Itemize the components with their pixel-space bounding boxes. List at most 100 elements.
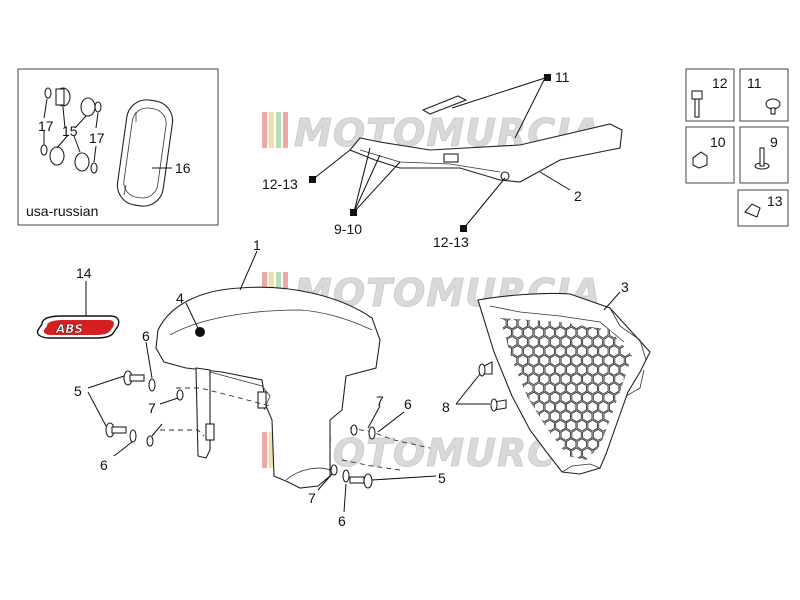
spacer (330, 464, 338, 476)
mudguard-rear-edge (285, 467, 331, 481)
mesh-cell (636, 411, 646, 422)
mesh-cell (539, 410, 550, 423)
mesh-cell (523, 363, 534, 376)
mudguard-crease (169, 309, 373, 336)
mesh-cell (555, 382, 566, 395)
mesh-cell (608, 363, 620, 376)
mesh-cell (528, 354, 539, 367)
mudguard-body (155, 286, 381, 489)
hidden-edge (160, 429, 205, 437)
screw-shank (111, 426, 127, 434)
bullet-square (309, 176, 316, 183)
mesh-cell (571, 335, 582, 348)
spacer (176, 389, 184, 401)
washer (342, 469, 350, 483)
mesh-cell (500, 410, 507, 423)
label-6: 6 (404, 396, 412, 412)
label-6: 6 (142, 328, 150, 344)
mesh-cell (598, 326, 609, 339)
mesh-cell (501, 419, 512, 432)
mesh-cell (555, 326, 566, 339)
mesh-cell (523, 345, 534, 358)
spacer (350, 424, 358, 436)
push-rivet-head (478, 363, 486, 377)
mesh-cell (565, 382, 577, 395)
mesh-cell (592, 428, 604, 441)
mesh-cell (598, 363, 609, 376)
mesh-cell (592, 335, 604, 348)
mesh-cell (560, 335, 571, 348)
mesh-cell (598, 400, 609, 414)
panel-clip (443, 153, 459, 163)
mesh-cell (608, 456, 620, 460)
mesh-cell (614, 447, 625, 460)
label-17: 17 (38, 118, 54, 134)
mesh-cell (630, 419, 632, 432)
mesh-cell (603, 391, 614, 404)
panel-clip (421, 95, 468, 115)
mesh-cell (587, 400, 598, 414)
mesh-cell (576, 345, 588, 358)
mesh-cell (576, 438, 588, 451)
mesh-cell (506, 318, 518, 330)
mesh-cell (603, 373, 614, 386)
label-17: 17 (89, 130, 105, 146)
label-5: 5 (438, 470, 446, 486)
mesh-cell (565, 400, 577, 414)
mesh-cell (614, 373, 625, 386)
mesh-cell (576, 363, 588, 376)
upper-panel-assembly: 11 12-13 9-10 12-13 2 (262, 69, 623, 250)
mesh-cell (549, 373, 561, 386)
radiator-grille: 3 8 (442, 279, 651, 478)
hidden-edge (349, 427, 431, 449)
mesh-cell (630, 456, 632, 460)
mesh-cell (587, 438, 598, 451)
mesh-cell (582, 335, 593, 348)
mesh-cell (528, 318, 539, 330)
grille-frame-edge (625, 369, 645, 397)
mesh-cell (636, 467, 646, 478)
label-6: 6 (100, 457, 108, 473)
mesh-cell (544, 382, 555, 395)
nut (49, 146, 65, 166)
bolt-head (691, 90, 703, 100)
mesh-cell (528, 373, 539, 386)
legend-label-13: 13 (767, 193, 783, 209)
mesh-cell (619, 318, 631, 321)
legend-box-10 (685, 126, 735, 184)
reflector-stud (123, 184, 127, 196)
mesh-cell (592, 391, 604, 404)
mesh-cell (565, 345, 577, 358)
label-8: 8 (442, 399, 450, 415)
mesh-cell (614, 428, 625, 441)
bullet-square (460, 225, 467, 232)
hidden-edge (176, 387, 271, 407)
legend-box-13 (737, 189, 789, 227)
mesh-cell (587, 345, 598, 358)
label-7: 7 (148, 400, 156, 416)
mesh-cell (517, 318, 529, 330)
mesh-cell (500, 419, 502, 432)
mesh-cell (608, 345, 620, 358)
washer (129, 429, 137, 443)
label-12-13: 12-13 (262, 176, 298, 192)
mesh-cell (533, 326, 545, 339)
mesh-cell (619, 419, 631, 432)
washer (148, 378, 156, 392)
legend-label-9: 9 (770, 134, 778, 150)
bracket-tab (205, 423, 215, 441)
mesh-cell (539, 391, 550, 404)
mesh-cell (604, 467, 614, 478)
mesh-cell (619, 456, 631, 460)
label-16: 16 (175, 160, 191, 176)
mesh-cell (614, 354, 625, 367)
mesh-cell (582, 428, 593, 441)
mesh-cell (560, 428, 571, 441)
mesh-cell (636, 448, 646, 459)
label-5: 5 (74, 383, 82, 399)
mesh-cell (625, 428, 632, 441)
hardware-legend: 12 11 10 9 13 (685, 68, 789, 227)
screw-shank (349, 476, 365, 484)
label-3: 3 (621, 279, 629, 295)
mesh-cell (565, 326, 577, 339)
